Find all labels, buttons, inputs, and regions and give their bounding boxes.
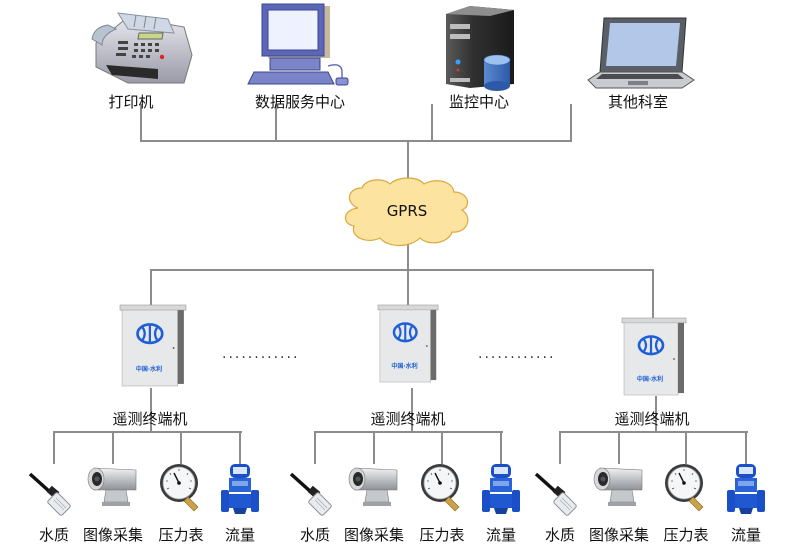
terminal-label: 遥测终端机	[112, 410, 188, 428]
connector-line	[745, 431, 747, 464]
connector-line	[652, 269, 654, 319]
connector-line	[275, 104, 277, 142]
connector-line	[112, 431, 114, 464]
cabinet-brand-text: 中国·水利	[636, 376, 664, 383]
connector-line	[685, 431, 687, 464]
sensor-label: 流量	[730, 526, 762, 544]
connector-line	[180, 431, 182, 464]
connector-line	[239, 431, 241, 464]
sensor-label: 图像采集	[343, 526, 405, 544]
gprs-network-label: GPRS	[386, 202, 428, 220]
sensor-label: 图像采集	[588, 526, 650, 544]
cabinet-brand-text: 中国·水利	[391, 363, 418, 370]
connector-line	[407, 140, 409, 188]
terminal-bus-line	[150, 269, 654, 271]
connector-line	[53, 431, 55, 464]
water-conservancy-logo-icon	[392, 322, 418, 343]
sensor-label: 水质	[38, 526, 70, 544]
water-conservancy-logo-icon	[637, 335, 665, 356]
water-conservancy-logo-icon	[136, 323, 164, 345]
connector-line	[150, 388, 152, 432]
connector-line	[570, 104, 572, 142]
connector-line	[314, 431, 316, 464]
connector-line	[618, 431, 620, 464]
connector-line	[441, 431, 443, 464]
laptop-icon	[587, 17, 695, 89]
rtu-cabinet: 中国·水利	[119, 304, 188, 387]
sensor-label: 流量	[485, 526, 517, 544]
fax-printer-icon	[91, 12, 193, 84]
node-label-other-dept: 其他科室	[607, 93, 669, 111]
connector-line	[655, 396, 657, 432]
cloud-icon	[344, 177, 469, 247]
connector-line	[407, 238, 409, 310]
connector-line	[431, 104, 433, 142]
server-database-icon	[446, 6, 514, 91]
terminal-label: 遥测终端机	[370, 410, 446, 428]
sensor-label: 水质	[299, 526, 331, 544]
top-bus-line	[140, 140, 572, 142]
sensor-label: 流量	[224, 526, 256, 544]
terminal-label: 遥测终端机	[614, 410, 690, 428]
sensor-label: 压力表	[419, 526, 465, 544]
sensor-bus-line	[314, 431, 503, 433]
node-label-printer: 打印机	[108, 93, 154, 111]
sensor-label: 压力表	[663, 526, 709, 544]
connector-line	[140, 104, 142, 142]
sensor-label: 图像采集	[82, 526, 144, 544]
ellipsis-more-terminals: ............	[478, 346, 556, 362]
sensor-label: 压力表	[158, 526, 204, 544]
connector-line	[373, 431, 375, 464]
ellipsis-more-terminals: ............	[222, 346, 300, 362]
connector-line	[411, 388, 413, 432]
node-label-monitor-center: 监控中心	[448, 93, 510, 111]
rtu-cabinet: 中国·水利	[621, 317, 688, 396]
connector-line	[559, 431, 561, 464]
sensor-bus-line	[53, 431, 242, 433]
connector-line	[150, 269, 152, 305]
sensor-label: 水质	[544, 526, 576, 544]
desktop-computer-icon	[247, 3, 349, 86]
cabinet-brand-text: 中国·水利	[135, 366, 163, 373]
sensor-bus-line	[559, 431, 748, 433]
rtu-cabinet: 中国·水利	[377, 304, 440, 383]
connector-line	[500, 431, 502, 464]
node-label-data-center: 数据服务中心	[254, 93, 346, 111]
